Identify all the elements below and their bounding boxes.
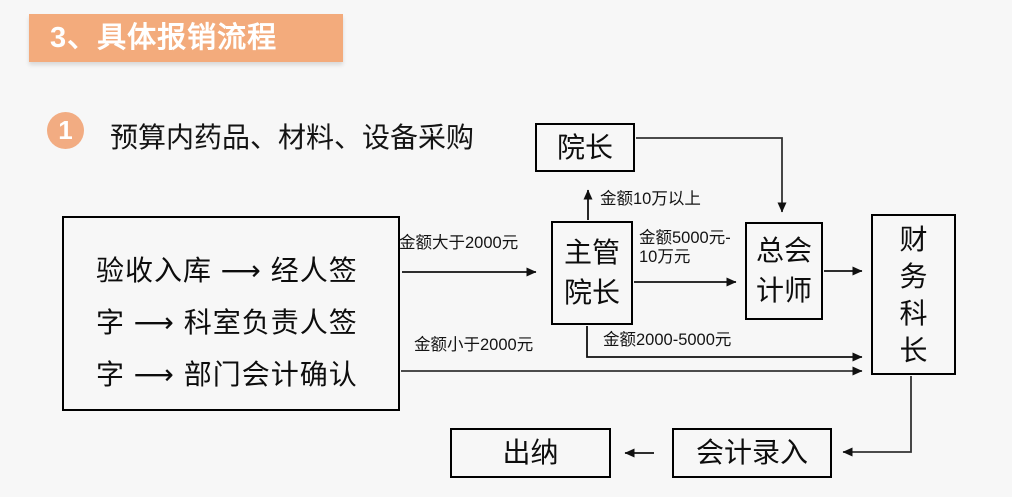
- amount-5000-100k-line-2: 10万元: [639, 248, 691, 266]
- finance-chief-label-char-2: 务: [899, 260, 928, 292]
- section-heading: 预算内药品、材料、设备采购: [110, 122, 475, 153]
- arrow-deputy-dean-to-finance-chief: [586, 326, 863, 362]
- intake-line-3: 字 ⟶ 部门会计确认: [96, 359, 358, 390]
- cashier-label: 出纳: [502, 437, 559, 468]
- step-number-badge: 1: [47, 112, 84, 149]
- intake-approval-box: 验收入库 ⟶ 经人签 字 ⟶ 科室负责人签 字 ⟶ 部门会计确认: [62, 216, 400, 411]
- finance-chief-label-char-3: 科: [899, 297, 928, 329]
- page-title: 3、具体报销流程: [50, 22, 278, 54]
- arrow-dean-to-chief-accountant: [636, 137, 787, 213]
- chief-accountant-box: 总会 计师: [745, 222, 823, 320]
- finance-chief-box: 财 务 科 长: [871, 214, 956, 375]
- amount-2000-5000-label: 金额2000-5000元: [603, 331, 732, 349]
- deputy-dean-label-line-1: 主管: [563, 237, 620, 268]
- chief-accountant-label-line-2: 计师: [755, 275, 812, 306]
- amount-gt-2000-label: 金额大于2000元: [399, 234, 519, 252]
- accounting-entry-label: 会计录入: [695, 437, 808, 468]
- amount-5000-100k-label: 金额5000元- 10万元: [639, 229, 731, 267]
- dean-box: 院长: [535, 123, 635, 172]
- finance-chief-label-char-4: 长: [899, 334, 928, 366]
- amount-above-100k-label: 金额10万以上: [600, 190, 701, 208]
- chief-accountant-label-line-1: 总会: [755, 235, 812, 266]
- dean-label: 院长: [556, 131, 613, 163]
- intake-line-1: 验收入库 ⟶ 经人签: [96, 255, 358, 286]
- intake-line-2: 字 ⟶ 科室负责人签: [96, 307, 358, 338]
- accounting-entry-box: 会计录入: [672, 428, 832, 478]
- arrow-finance-chief-to-accounting-entry: [842, 376, 912, 457]
- deputy-dean-box: 主管 院长: [551, 221, 633, 325]
- cashier-box: 出纳: [450, 428, 611, 478]
- amount-lt-2000-label: 金额小于2000元: [414, 336, 534, 354]
- amount-5000-100k-line-1: 金额5000元-: [639, 229, 731, 247]
- finance-chief-label-char-1: 财: [899, 223, 928, 255]
- deputy-dean-label-line-2: 院长: [563, 277, 620, 308]
- step-number: 1: [58, 115, 73, 145]
- title-banner: 3、具体报销流程: [29, 14, 343, 62]
